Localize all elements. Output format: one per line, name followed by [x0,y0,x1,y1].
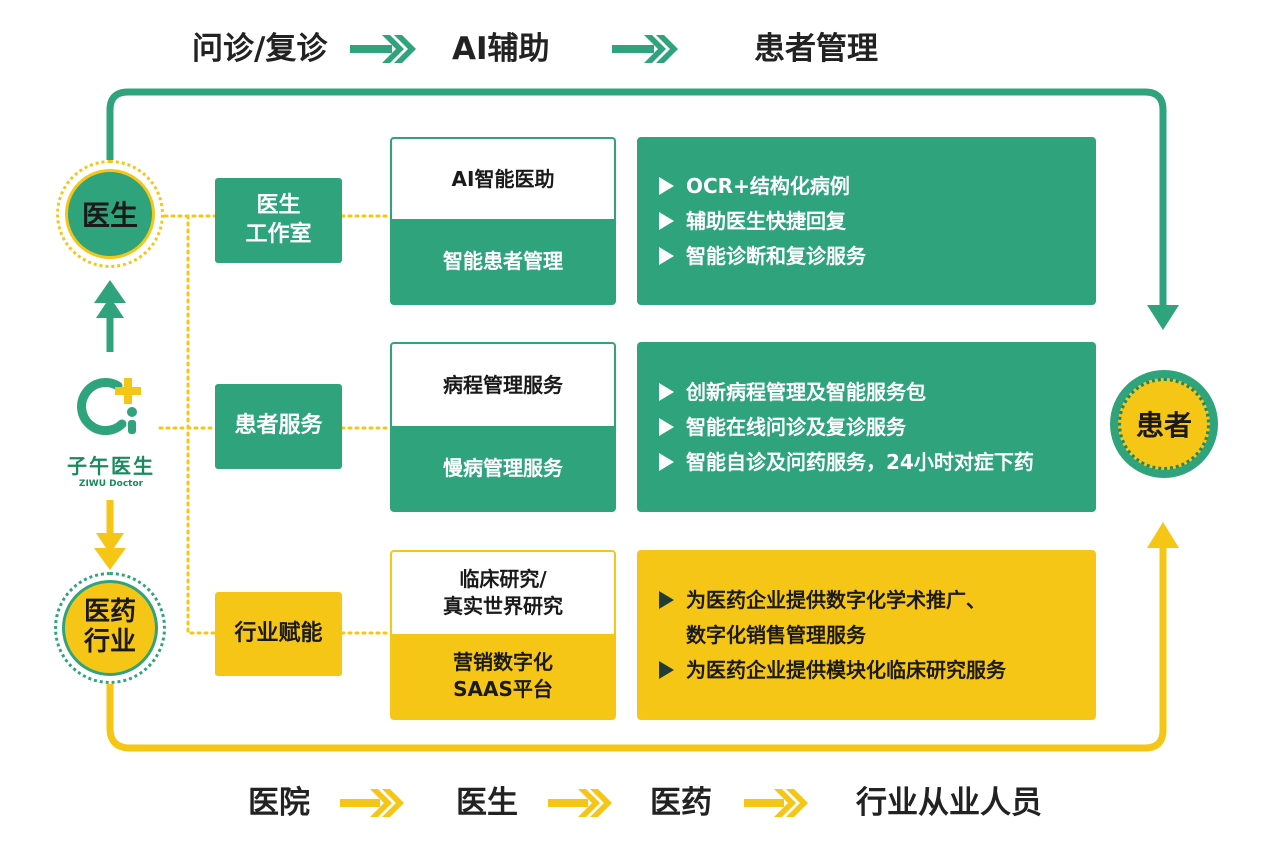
detail-panel-3-item-3: 为医药企业提供模块化临床研究服务 [659,657,1074,684]
service-block-3-bottom: 营销数字化 SAAS平台 [392,634,614,718]
service-block-2-bottom: 慢病管理服务 [392,426,614,510]
logo-to-doctor-arrowhead [94,280,126,303]
service-3-bottom-line2: SAAS平台 [453,677,553,701]
top-flow-arrows [350,35,678,63]
logo-name: 子午医生 [67,454,155,478]
service-block-1: AI智能医助 智能患者管理 [390,137,616,305]
dotted-tree [156,214,392,635]
industry-node: 医药 行业 [54,572,166,684]
category-doctor-studio-line2: 工作室 [245,221,312,247]
service-3-top-line2: 真实世界研究 [443,594,563,618]
service-1-bottom-line1: 智能患者管理 [443,248,563,273]
bullet-arrow-icon [659,660,674,679]
bullet-arrow-icon [659,590,674,609]
patient-node-label: 患者 [1135,409,1192,442]
bottom-flow-step-4: 行业从业人员 [856,785,1042,821]
green-loop-line [106,88,1167,318]
service-1-top-line1: AI智能医助 [451,166,555,191]
detail-panel-1-item-1-text: OCR+结构化病例 [686,173,850,198]
top-flow-step-1: 问诊/复诊 [192,31,328,67]
detail-panel-3-item-1-text: 为医药企业提供数字化学术推广、 [686,587,986,612]
top-flow-step-3: 患者管理 [754,31,878,67]
detail-panel-2-item-2: 智能在线问诊及复诊服务 [659,414,1074,441]
bullet-arrow-icon [659,246,674,265]
logo-to-industry-arrowhead-2 [96,533,124,554]
category-industry-enable-label: 行业赋能 [234,620,323,646]
category-industry-enable: 行业赋能 [215,592,342,676]
industry-node-line2: 行业 [83,627,136,657]
detail-panel-2-item-1-text: 创新病程管理及智能服务包 [686,379,926,404]
bottom-flow-step-3: 医药 [650,785,712,821]
doctor-node: 医生 [56,160,164,268]
detail-panel-3: 为医药企业提供数字化学术推广、 数字化销售管理服务 为医药企业提供模块化临床研究… [637,550,1096,720]
detail-panel-3-item-2: 数字化销售管理服务 [659,622,1074,649]
category-doctor-studio-line1: 医生 [256,192,301,218]
detail-panel-2-item-3: 智能自诊及问药服务，24小时对症下药 [659,449,1074,476]
category-doctor-studio: 医生 工作室 [215,178,342,263]
bullet-arrow-icon [659,382,674,401]
bottom-flow-arrows [340,789,808,817]
yellow-loop-arrowhead [1147,522,1179,548]
detail-panel-3-item-1: 为医药企业提供数字化学术推广、 [659,587,1074,614]
detail-panel-1-item-3-text: 智能诊断和复诊服务 [686,243,866,268]
detail-panel-1: OCR+结构化病例 辅助医生快捷回复 智能诊断和复诊服务 [637,137,1096,305]
service-block-1-top: AI智能医助 [392,139,614,219]
detail-panel-3-item-2-text: 数字化销售管理服务 [686,622,866,647]
service-block-2: 病程管理服务 慢病管理服务 [390,342,616,512]
category-patient-service-label: 患者服务 [234,413,323,439]
bottom-flow-step-2: 医生 [456,785,518,821]
service-2-bottom-line1: 慢病管理服务 [443,455,563,480]
bullet-arrow-icon [659,417,674,436]
service-3-bottom-line1: 营销数字化 [453,650,553,674]
industry-node-line1: 医药 [83,597,136,628]
detail-panel-1-item-3: 智能诊断和复诊服务 [659,243,1074,270]
service-3-top-line1: 临床研究/ [459,567,547,591]
detail-panel-1-item-2: 辅助医生快捷回复 [659,208,1074,235]
detail-panel-2-item-1: 创新病程管理及智能服务包 [659,379,1074,406]
doctor-node-label: 医生 [81,199,138,232]
logo-mark-icon [77,378,141,435]
service-block-3-top: 临床研究/ 真实世界研究 [392,552,614,634]
detail-panel-1-item-2-text: 辅助医生快捷回复 [686,208,846,233]
detail-panel-3-item-3-text: 为医药企业提供模块化临床研究服务 [686,657,1006,682]
category-patient-service: 患者服务 [215,384,342,469]
bullet-arrow-icon [659,176,674,195]
service-block-2-top: 病程管理服务 [392,344,614,426]
bottom-flow-step-1: 医院 [248,785,310,821]
bullet-arrow-icon [659,211,674,230]
detail-panel-1-item-1: OCR+结构化病例 [659,173,1074,200]
service-2-top-line1: 病程管理服务 [443,372,563,397]
logo-subtitle: ZIWU Doctor [78,479,144,489]
green-loop-arrowhead [1147,305,1179,330]
yellow-loop-line [106,540,1167,752]
logo-to-industry-arrowhead [94,548,126,570]
bullet-arrow-icon [659,452,674,471]
detail-panel-2-item-3-text: 智能自诊及问药服务，24小时对症下药 [686,449,1034,474]
logo-to-doctor-arrowhead-2 [96,297,124,318]
service-block-1-bottom: 智能患者管理 [392,219,614,303]
detail-panel-2-item-2-text: 智能在线问诊及复诊服务 [686,414,906,439]
brand-logo: 子午医生 ZIWU Doctor [66,364,156,494]
patient-node: 患者 [1110,370,1218,478]
service-block-3: 临床研究/ 真实世界研究 营销数字化 SAAS平台 [390,550,616,720]
detail-panel-2: 创新病程管理及智能服务包 智能在线问诊及复诊服务 智能自诊及问药服务，24小时对… [637,342,1096,512]
top-flow-step-2: AI辅助 [452,31,550,67]
